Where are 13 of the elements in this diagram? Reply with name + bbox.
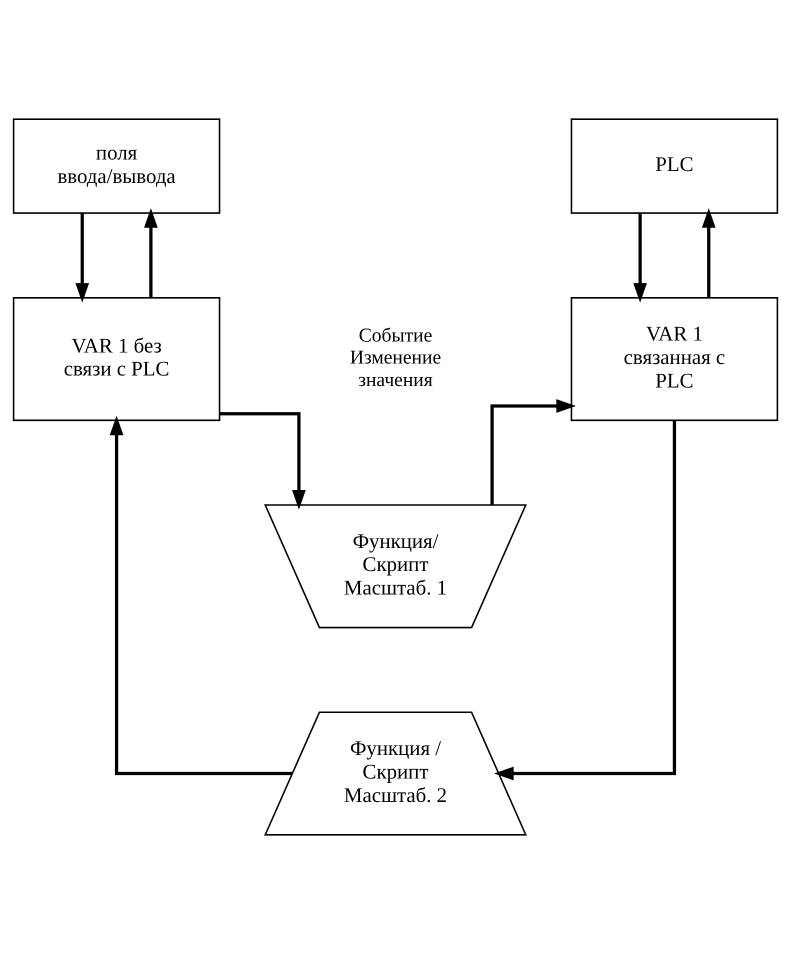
node-box: VAR 1 без связи с PLC (12, 297, 220, 422)
arrow (494, 420, 676, 780)
arrow (702, 208, 716, 298)
node-box: PLC (570, 118, 778, 214)
arrow (490, 399, 576, 505)
label: Событие Изменение значения (350, 325, 442, 391)
arrow (220, 412, 306, 510)
node-box: VAR 1 связанная с PLC (570, 297, 778, 422)
arrow (633, 213, 647, 303)
node-box: поля ввода/вывода (12, 118, 220, 214)
arrow (110, 416, 292, 776)
arrow (144, 208, 158, 298)
arrow (75, 213, 90, 303)
